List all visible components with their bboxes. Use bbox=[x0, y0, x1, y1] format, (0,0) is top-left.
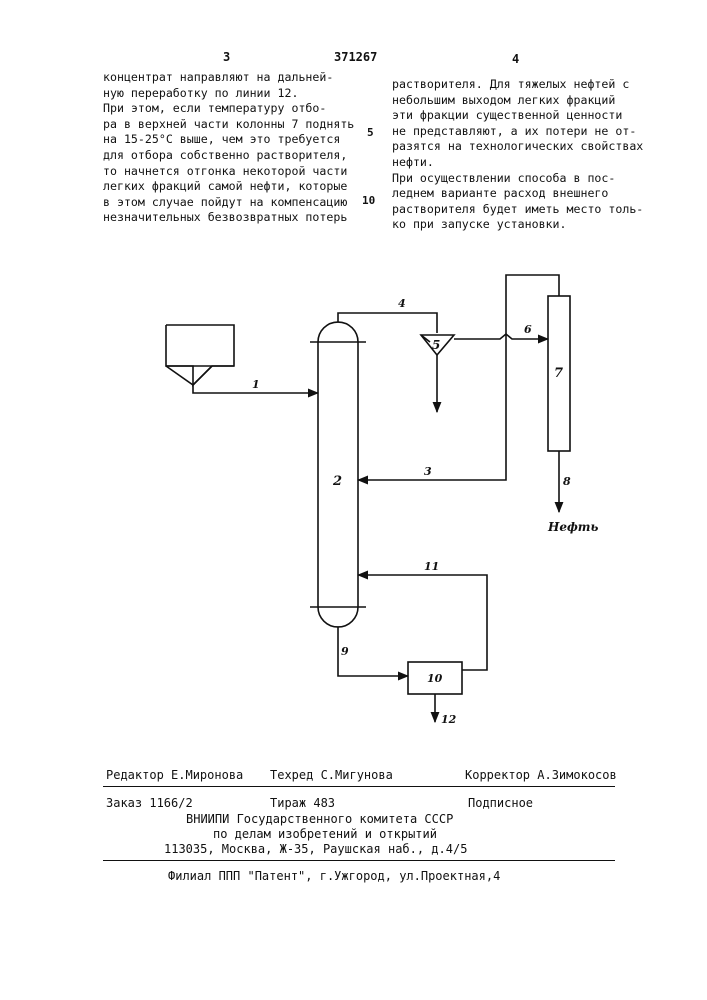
order-number: Заказ 1166/2 bbox=[106, 796, 193, 810]
corrector-credit: Корректор А.Зимокосов bbox=[465, 768, 617, 782]
label-3: 3 bbox=[424, 465, 432, 478]
org-address: 113035, Москва, Ж-35, Раушская наб., д.4… bbox=[164, 842, 467, 856]
subscription: Подписное bbox=[468, 796, 533, 810]
label-9: 9 bbox=[341, 645, 349, 658]
vapor-loop bbox=[506, 275, 559, 339]
line-11 bbox=[358, 575, 487, 670]
label-oil: Нефть bbox=[547, 520, 598, 534]
label-12: 12 bbox=[441, 713, 457, 726]
footer-divider-2 bbox=[103, 860, 615, 861]
branch-address: Филиал ППП "Патент", г.Ужгород, ул.Проек… bbox=[168, 869, 500, 883]
org-line-2: по делам изобретений и открытий bbox=[213, 827, 437, 841]
label-4: 4 bbox=[398, 297, 406, 310]
feed-hopper bbox=[166, 325, 234, 385]
label-1: 1 bbox=[252, 378, 260, 391]
techred-credit: Техред С.Мигунова bbox=[270, 768, 393, 782]
label-6: 6 bbox=[524, 323, 532, 336]
label-8: 8 bbox=[563, 475, 571, 488]
line-4 bbox=[338, 313, 437, 333]
label-5: 5 bbox=[432, 338, 440, 352]
label-7: 7 bbox=[554, 366, 563, 381]
label-10: 10 bbox=[427, 672, 443, 685]
label-2: 2 bbox=[332, 474, 342, 489]
org-line-1: ВНИИПИ Государственного комитета СССР bbox=[186, 812, 453, 826]
editor-credit: Редактор Е.Миронова bbox=[106, 768, 243, 782]
label-11: 11 bbox=[424, 560, 439, 573]
footer-divider bbox=[103, 786, 615, 787]
line-3 bbox=[358, 339, 506, 480]
line-6 bbox=[454, 334, 548, 339]
circulation: Тираж 483 bbox=[270, 796, 335, 810]
